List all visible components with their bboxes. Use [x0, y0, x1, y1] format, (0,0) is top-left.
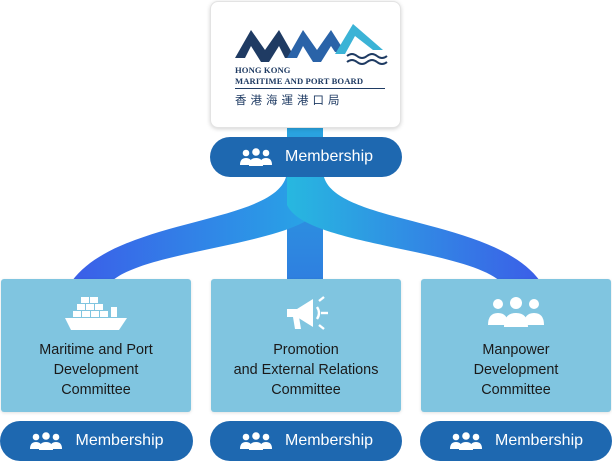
organization-logo-card: HONG KONG MARITIME AND PORT BOARD 香港海運港口… — [210, 1, 401, 128]
membership-label: Membership — [284, 432, 374, 449]
connector-left — [72, 170, 323, 281]
membership-label: Membership — [494, 432, 584, 449]
committee-card-maritime-port-development[interactable]: Maritime and Port Development Committee — [1, 279, 191, 412]
committee-title: Promotion and External Relations Committ… — [233, 342, 379, 398]
people-group-icon — [239, 148, 272, 166]
organization-name-line1: HONG KONG — [235, 65, 291, 75]
logo-divider — [235, 88, 385, 89]
organization-name-line2: MARITIME AND PORT BOARD — [235, 76, 364, 86]
maritime-committee-membership-button[interactable]: Membership — [0, 421, 193, 461]
promotion-committee-membership-button[interactable]: Membership — [210, 421, 402, 461]
organization-name-en: HONG KONG MARITIME AND PORT BOARD — [235, 65, 395, 87]
people-group-icon — [449, 432, 482, 450]
board-membership-button[interactable]: Membership — [210, 137, 402, 177]
board-logo-icon — [235, 24, 388, 65]
committee-title: Maritime and Port Development Committee — [39, 342, 153, 398]
membership-label: Membership — [284, 148, 374, 165]
connector-right — [287, 170, 540, 281]
people-team-icon — [488, 297, 544, 327]
organization-name-zh: 香港海運港口局 — [235, 93, 344, 107]
committee-card-manpower-development[interactable]: Manpower Development Committee — [421, 279, 611, 412]
manpower-committee-membership-button[interactable]: Membership — [420, 421, 612, 461]
megaphone-icon — [287, 296, 328, 330]
membership-label: Membership — [75, 432, 164, 449]
committee-title: Manpower Development Committee — [473, 342, 559, 398]
people-group-icon — [30, 432, 63, 450]
committee-card-promotion-external-relations[interactable]: Promotion and External Relations Committ… — [211, 279, 401, 412]
people-group-icon — [239, 432, 272, 450]
container-ship-icon — [65, 297, 127, 330]
